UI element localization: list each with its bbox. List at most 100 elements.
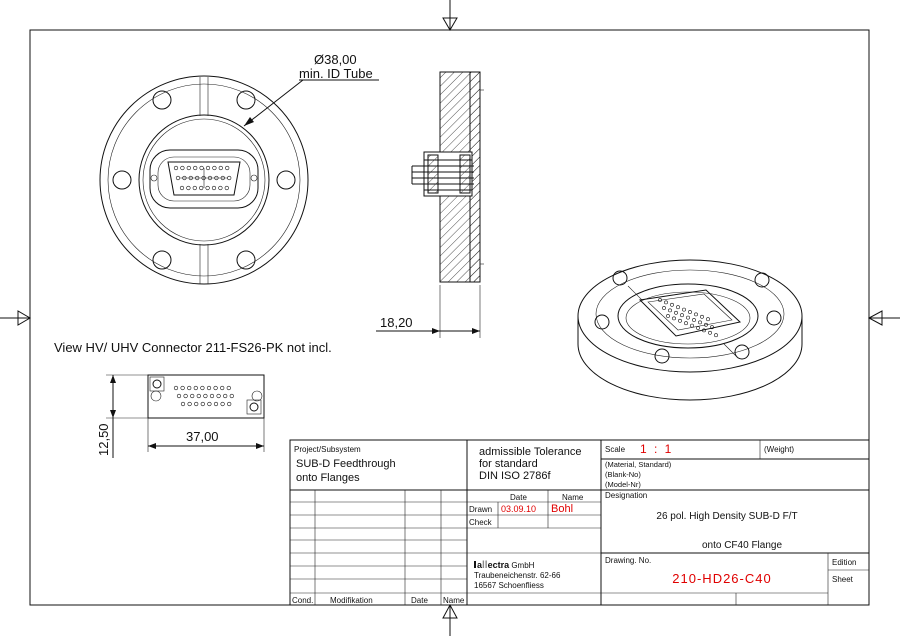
connector-note: View HV/ UHV Connector 211-FS26-PK not i… <box>54 340 332 355</box>
flange-section-view <box>411 71 484 283</box>
pin-dot <box>692 318 696 322</box>
drawing-no-label: Drawing. No. <box>605 556 651 565</box>
pin-dot <box>211 185 217 191</box>
pin-dot <box>696 326 700 330</box>
pin-dot <box>180 385 185 391</box>
weight-label: (Weight) <box>764 445 794 454</box>
pin-dot <box>682 307 686 312</box>
flange-front-view <box>99 75 309 285</box>
tolerance-line-2: for standard <box>479 458 538 470</box>
pin-dot <box>173 165 179 171</box>
drawn-date: 03.09.10 <box>501 504 536 514</box>
tube-note-label: min. ID Tube <box>299 66 373 81</box>
pin-dot <box>666 314 670 318</box>
sheet-label: Sheet <box>832 575 854 584</box>
check-label: Check <box>469 518 493 527</box>
blank-label: (Blank-No) <box>605 470 641 479</box>
pin-dot <box>658 298 662 302</box>
drawn-name: Bohl <box>551 503 573 515</box>
pin-dot <box>194 401 199 407</box>
pin-dot <box>186 185 191 191</box>
pin-dot <box>213 385 218 391</box>
pin-dot <box>672 316 676 321</box>
pin-dot <box>193 385 198 391</box>
pin-dot <box>207 401 212 407</box>
address-line-1: Traubeneichenstr. 62-66 <box>474 571 561 580</box>
pin-dot <box>220 401 225 407</box>
project-line-1: SUB-D Feedthrough <box>296 458 396 470</box>
pin-dot <box>205 165 211 171</box>
scale-value: 1 : 1 <box>640 442 673 456</box>
pin-dot <box>200 385 205 391</box>
material-label: (Material, Standard) <box>605 460 672 469</box>
designation-line-2: onto CF40 Flange <box>702 540 782 551</box>
pin-dot <box>218 185 223 191</box>
pin-dot <box>706 317 710 322</box>
scale-label: Scale <box>605 445 626 454</box>
company-logo: allectra GmbH <box>474 560 535 571</box>
pin-dot <box>662 306 666 310</box>
pin-dot <box>680 313 684 318</box>
drawn-label: Drawn <box>469 505 492 514</box>
pin-dot <box>229 393 234 399</box>
designation-label: Designation <box>605 491 647 500</box>
pin-dot <box>678 318 682 323</box>
pin-dot <box>203 393 208 399</box>
pin-dot <box>710 325 714 330</box>
tolerance-line-3: DIN ISO 2786f <box>479 470 551 482</box>
pin-dot <box>187 385 192 391</box>
svg-text:allectra GmbH: allectra GmbH <box>477 560 535 571</box>
pin-dot <box>180 401 186 407</box>
name-col-label: Name <box>443 596 465 605</box>
pin-dot <box>196 393 201 399</box>
pin-dot <box>176 393 182 399</box>
pin-dot <box>704 322 708 327</box>
designation-line-1: 26 pol. High Density SUB-D F/T <box>656 511 797 522</box>
tolerance-line-1: admissible Tolerance <box>479 446 582 458</box>
pin-dot <box>205 185 210 191</box>
pin-dot <box>213 401 219 407</box>
address-line-2: 16567 Schoenfliess <box>474 581 544 590</box>
pin-dot <box>209 393 215 399</box>
pin-dot <box>173 385 179 391</box>
modifikation-label: Modifikation <box>330 596 373 605</box>
pin-dot <box>684 321 688 326</box>
pin-dot <box>676 305 680 310</box>
pin-dot <box>714 333 718 338</box>
pin-dot <box>179 185 185 191</box>
pin-dot <box>708 330 712 335</box>
name-header: Name <box>562 493 584 502</box>
flange-isometric-view <box>577 259 803 401</box>
pin-dot <box>223 393 228 399</box>
pin-dot <box>216 393 221 399</box>
date-header: Date <box>510 493 527 502</box>
date-col-label: Date <box>411 596 428 605</box>
thickness-dim-label: 18,20 <box>380 315 413 330</box>
pin-dot <box>192 185 197 191</box>
model-label: (Model-Nr) <box>605 480 641 489</box>
pin-dot <box>226 385 231 391</box>
pin-dot <box>180 165 185 171</box>
pin-dot <box>218 165 223 171</box>
edition-label: Edition <box>832 558 856 567</box>
project-line-2: onto Flanges <box>296 472 360 484</box>
pin-dot <box>199 165 204 171</box>
tube-leader-line <box>243 79 304 127</box>
pin-dot <box>190 393 195 399</box>
pin-dot <box>186 165 191 171</box>
pin-dot <box>674 310 678 315</box>
pin-dot <box>206 385 212 391</box>
pin-dot <box>220 385 225 391</box>
pin-dot <box>175 175 181 181</box>
project-label: Project/Subsystem <box>294 445 361 454</box>
pin-dot <box>698 320 702 325</box>
pin-dot <box>187 401 192 407</box>
cond-label: Cond. <box>292 596 313 605</box>
pin-dot <box>227 401 232 407</box>
thickness-dimension <box>376 285 481 338</box>
drawing-number: 210-HD26-C40 <box>672 571 771 586</box>
connector-outline-view <box>147 374 265 419</box>
pin-dot <box>668 308 672 313</box>
